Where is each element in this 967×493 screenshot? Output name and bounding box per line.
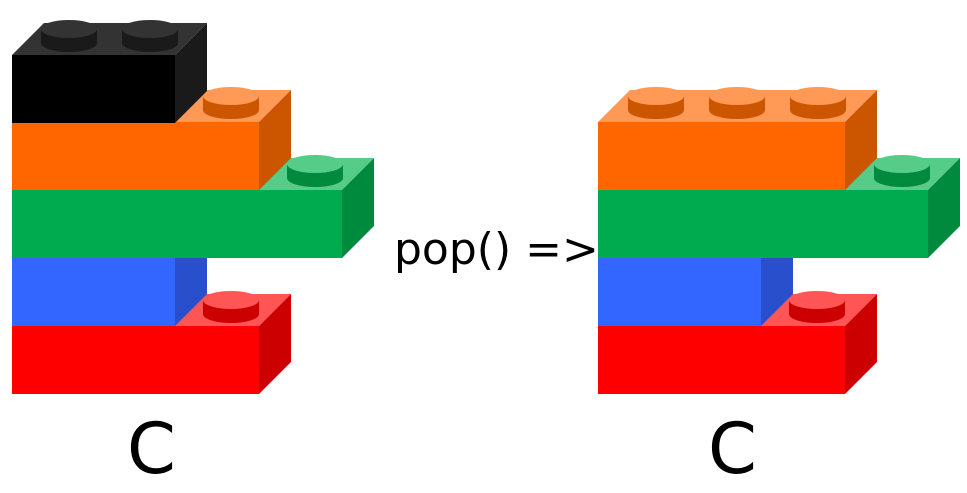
black-brick [12, 20, 207, 123]
orange-brick [598, 87, 877, 190]
orange-stud-0 [628, 87, 684, 119]
before-stack-label: C [127, 408, 176, 490]
orange-stud-2 [790, 87, 846, 119]
green-stud-0 [874, 155, 930, 187]
orange-stud-1 [709, 87, 765, 119]
orange-stud-0 [203, 87, 259, 119]
red-stud-0 [203, 291, 259, 323]
after-stack-label: C [708, 408, 757, 490]
green-stud-0 [287, 155, 343, 187]
black-stud-1 [122, 20, 178, 52]
black-stud-0 [41, 20, 97, 52]
pop-operation-label: pop() => [394, 224, 599, 275]
after-stack [598, 87, 960, 394]
red-stud-0 [789, 291, 845, 323]
before-stack [12, 20, 374, 394]
